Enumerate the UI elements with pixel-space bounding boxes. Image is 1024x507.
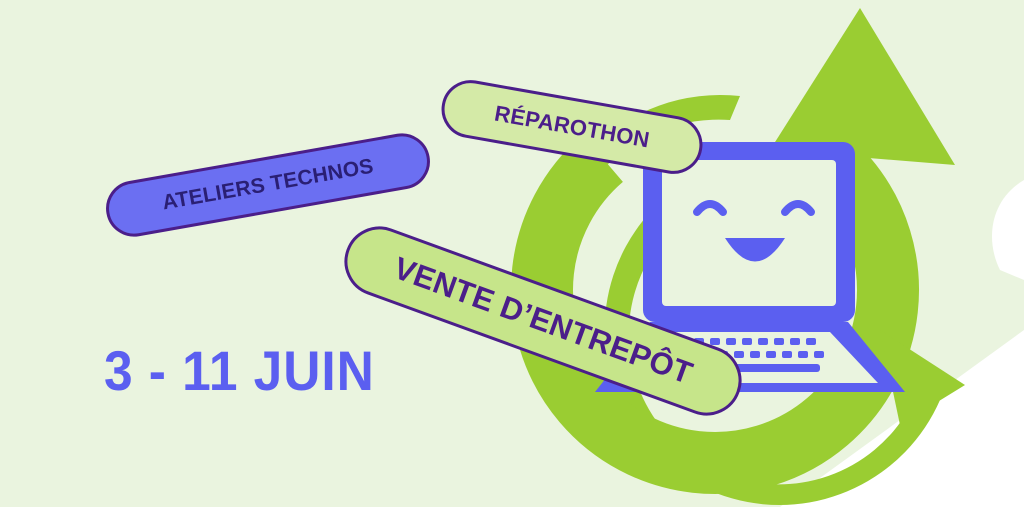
- background-cutout-right: [991, 180, 1024, 280]
- tag-reparothon-label: RÉPAROTHON: [492, 100, 652, 153]
- event-dates: 3 - 11 JUIN: [104, 339, 375, 402]
